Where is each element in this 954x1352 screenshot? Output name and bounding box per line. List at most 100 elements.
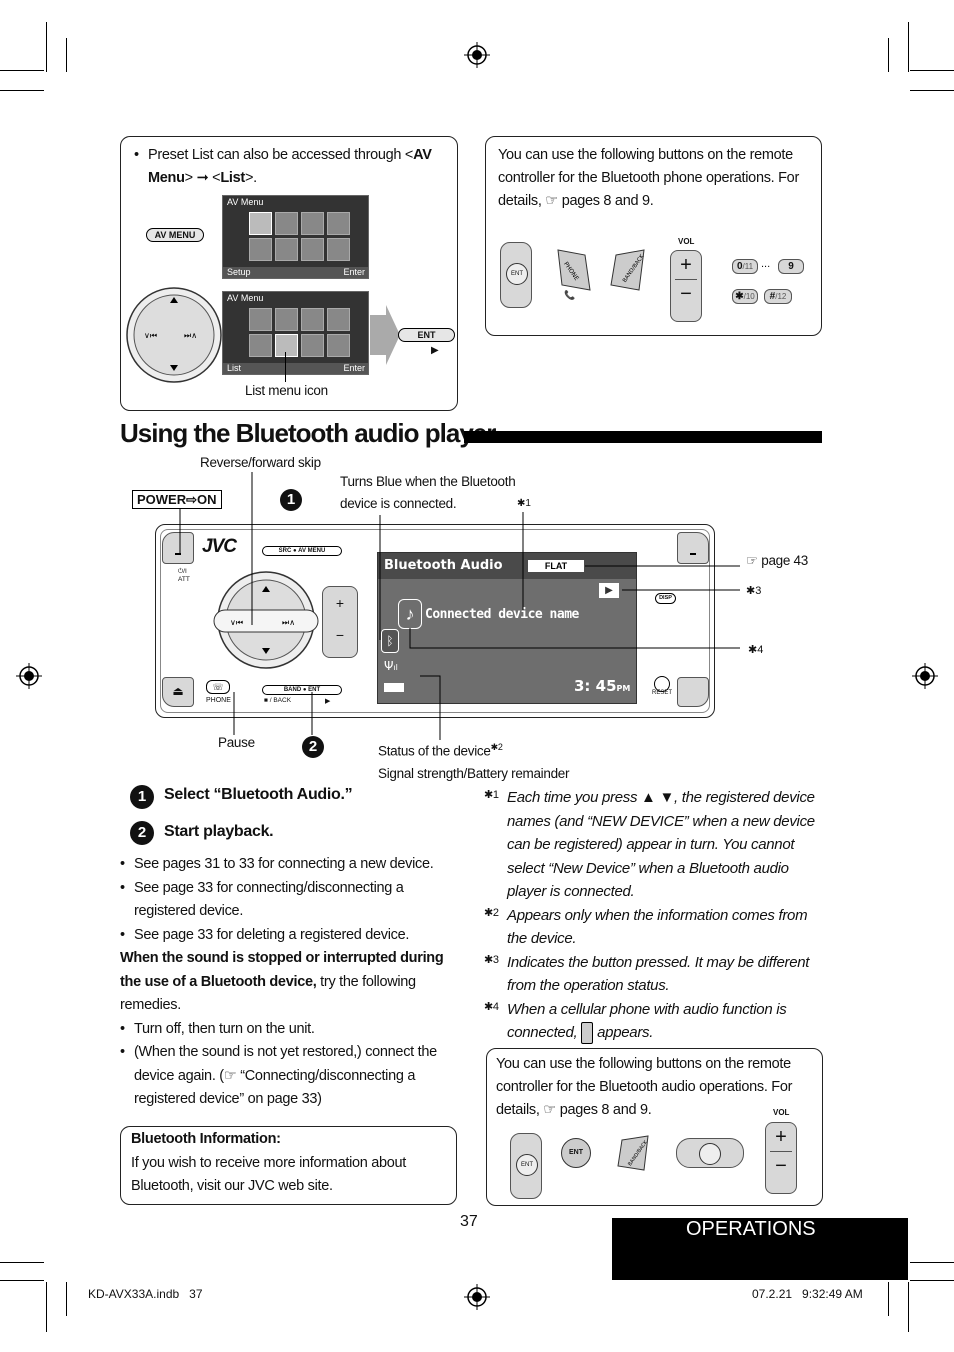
bluetooth-icon: ᛒ	[381, 629, 399, 653]
step-2-marker: 2	[302, 736, 324, 758]
step-1-marker: 1	[280, 489, 302, 511]
power-on-label: POWER⇨ON	[132, 490, 222, 509]
ent-button[interactable]: ENT	[398, 328, 455, 342]
registration-mark-top	[464, 42, 490, 68]
svg-text:⏭∧: ⏭∧	[184, 331, 197, 340]
att-label: ⏻/I ATT	[178, 568, 190, 583]
footer-file-info: KD-AVX33A.indb 37	[88, 1287, 203, 1301]
operations-tab: OPERATIONS	[612, 1218, 908, 1280]
band-ent-strip[interactable]: BAND ● ENT	[262, 685, 342, 695]
remote-skip-bar	[676, 1138, 744, 1168]
brand-logo: JVC	[202, 536, 237, 557]
preset-list-note: Preset List can also be accessed through…	[134, 144, 444, 190]
callout-lines	[179, 472, 740, 740]
footnote-3: ✱3 Indicates the button pressed. It may …	[484, 953, 810, 995]
remedy-2: (When the sound is not yet restored,) co…	[120, 1041, 439, 1112]
svg-text:∨⏮: ∨⏮	[230, 618, 243, 627]
remote-phone-box	[485, 136, 822, 336]
step-2-text: Start playback.	[164, 823, 274, 840]
play-label: ▶	[325, 698, 331, 705]
mark-3: ✱3	[746, 585, 762, 597]
bandback-button-icon-2: BAND/BACK	[617, 1135, 649, 1171]
registration-mark-right	[912, 663, 938, 689]
device-screen: Bluetooth Audio FLAT ▶ ♪ Connected devic…	[377, 552, 637, 704]
key-9: 9	[778, 259, 804, 274]
phone-button[interactable]: ☏	[206, 680, 230, 694]
battery-icon	[384, 683, 404, 692]
av-menu-button[interactable]: AV MENU	[146, 228, 204, 242]
note-delete: See page 33 for deleting a registered de…	[120, 924, 460, 948]
av-menu-screen-list: AV Menu List Enter	[222, 291, 369, 375]
key-hash: #/12	[764, 289, 792, 304]
bandback-button-icon: BAND/BACK	[610, 249, 646, 291]
note-connect: See page 33 for connecting/disconnecting…	[120, 877, 414, 924]
src-avmenu-strip[interactable]: SRC ● AV MENU	[262, 546, 342, 556]
remote-phone-text: You can use the following buttons on the…	[498, 147, 799, 209]
play-icon: ▶	[431, 345, 439, 356]
page-number: 37	[460, 1213, 478, 1230]
step-1-number: 1	[130, 785, 154, 809]
step-1-text: Select “Bluetooth Audio.”	[164, 786, 353, 803]
flat-badge: FLAT	[528, 560, 584, 572]
reset-label: RESET	[652, 690, 673, 696]
title-rule	[464, 431, 822, 443]
phone-label: PHONE	[206, 697, 231, 704]
svg-text:📞: 📞	[564, 289, 576, 300]
remote-vol-key: + −	[670, 250, 702, 322]
footnote-4: ✱4 When a cellular phone with audio func…	[484, 998, 824, 1045]
section-title: Using the Bluetooth audio player	[120, 418, 496, 448]
remote-vol-key-2: + −	[765, 1122, 797, 1194]
mark-1: ✱1	[517, 498, 531, 509]
key-0: 0/11	[732, 259, 758, 274]
label-reverse-forward: Reverse/forward skip	[200, 455, 321, 470]
step-2-number: 2	[130, 821, 154, 845]
remote-ent-button: ENT	[561, 1138, 591, 1168]
phone-button-icon: PHONE 📞	[557, 249, 591, 300]
list-pointer-line	[285, 352, 286, 382]
connected-device-name: Connected device name	[425, 607, 579, 622]
bluetooth-info-text: Bluetooth Information: If you wish to re…	[131, 1128, 431, 1199]
vol-label-2: VOL	[773, 1108, 790, 1117]
steps-notes: See pages 31 to 33 for connecting a new …	[120, 853, 460, 1112]
screen-title: Bluetooth Audio	[384, 558, 503, 573]
key-star: ✱/10	[732, 289, 758, 304]
note-new-device: See pages 31 to 33 for connecting a new …	[120, 853, 460, 877]
registration-mark-left	[16, 663, 42, 689]
label-status: Status of the device✱2 Signal strength/B…	[378, 742, 570, 781]
footnote-1: ✱1 Each time you press ▲ ▼, the register…	[484, 789, 815, 900]
list-menu-icon-caption: List menu icon	[245, 383, 328, 398]
disp-button[interactable]: DISP	[655, 593, 676, 604]
back-label: ■ / BACK	[264, 697, 292, 704]
device-volume-key[interactable]: + −	[322, 586, 358, 658]
remedy-1: Turn off, then turn on the unit.	[120, 1018, 460, 1042]
key-ellipsis: ...	[761, 258, 771, 270]
label-turns-blue: Turns Blue when the Bluetooth device is …	[340, 474, 516, 511]
footer-timestamp: 07.2.21 9:32:49 AM	[752, 1287, 863, 1301]
av-menu-screen-setup: AV Menu Setup Enter	[222, 195, 369, 279]
footnote-2: ✱2 Appears only when the information com…	[484, 906, 808, 948]
label-page43: ☞ page 43	[746, 553, 808, 568]
head-unit-inner	[160, 529, 710, 713]
clock-display: 3: 45PM	[574, 677, 631, 695]
eject-button-right[interactable]	[677, 532, 709, 564]
warning-paragraph: When the sound is stopped or interrupted…	[120, 950, 444, 1013]
eject-button-left[interactable]: ⏏	[162, 677, 194, 707]
reset-button[interactable]	[654, 676, 670, 692]
footnotes: ✱1 Each time you press ▲ ▼, the register…	[484, 786, 824, 1045]
remote-ent-pad-2: ENT	[510, 1133, 542, 1199]
bluetooth-info-box	[120, 1126, 457, 1205]
label-pause: Pause	[218, 735, 255, 750]
bluetooth-info-title: Bluetooth Information:	[131, 1131, 281, 1147]
registration-mark-bottom	[464, 1284, 490, 1310]
signal-strength-icon: Ψıl	[384, 659, 398, 673]
tilt-button-right[interactable]	[677, 677, 709, 707]
bluetooth-info-body: If you wish to receive more information …	[131, 1154, 407, 1195]
play-indicator-icon: ▶	[599, 583, 619, 598]
power-button[interactable]	[162, 532, 194, 564]
svg-text:∨⏮: ∨⏮	[144, 331, 157, 340]
list-menu-icon[interactable]	[275, 334, 298, 357]
operations-tab-label: OPERATIONS	[686, 1218, 816, 1240]
device-control-pad[interactable]: ∨⏮ ⏭∧	[212, 570, 322, 670]
remote-ent-pad: ENT	[500, 242, 532, 308]
mark-4: ✱4	[748, 644, 764, 656]
